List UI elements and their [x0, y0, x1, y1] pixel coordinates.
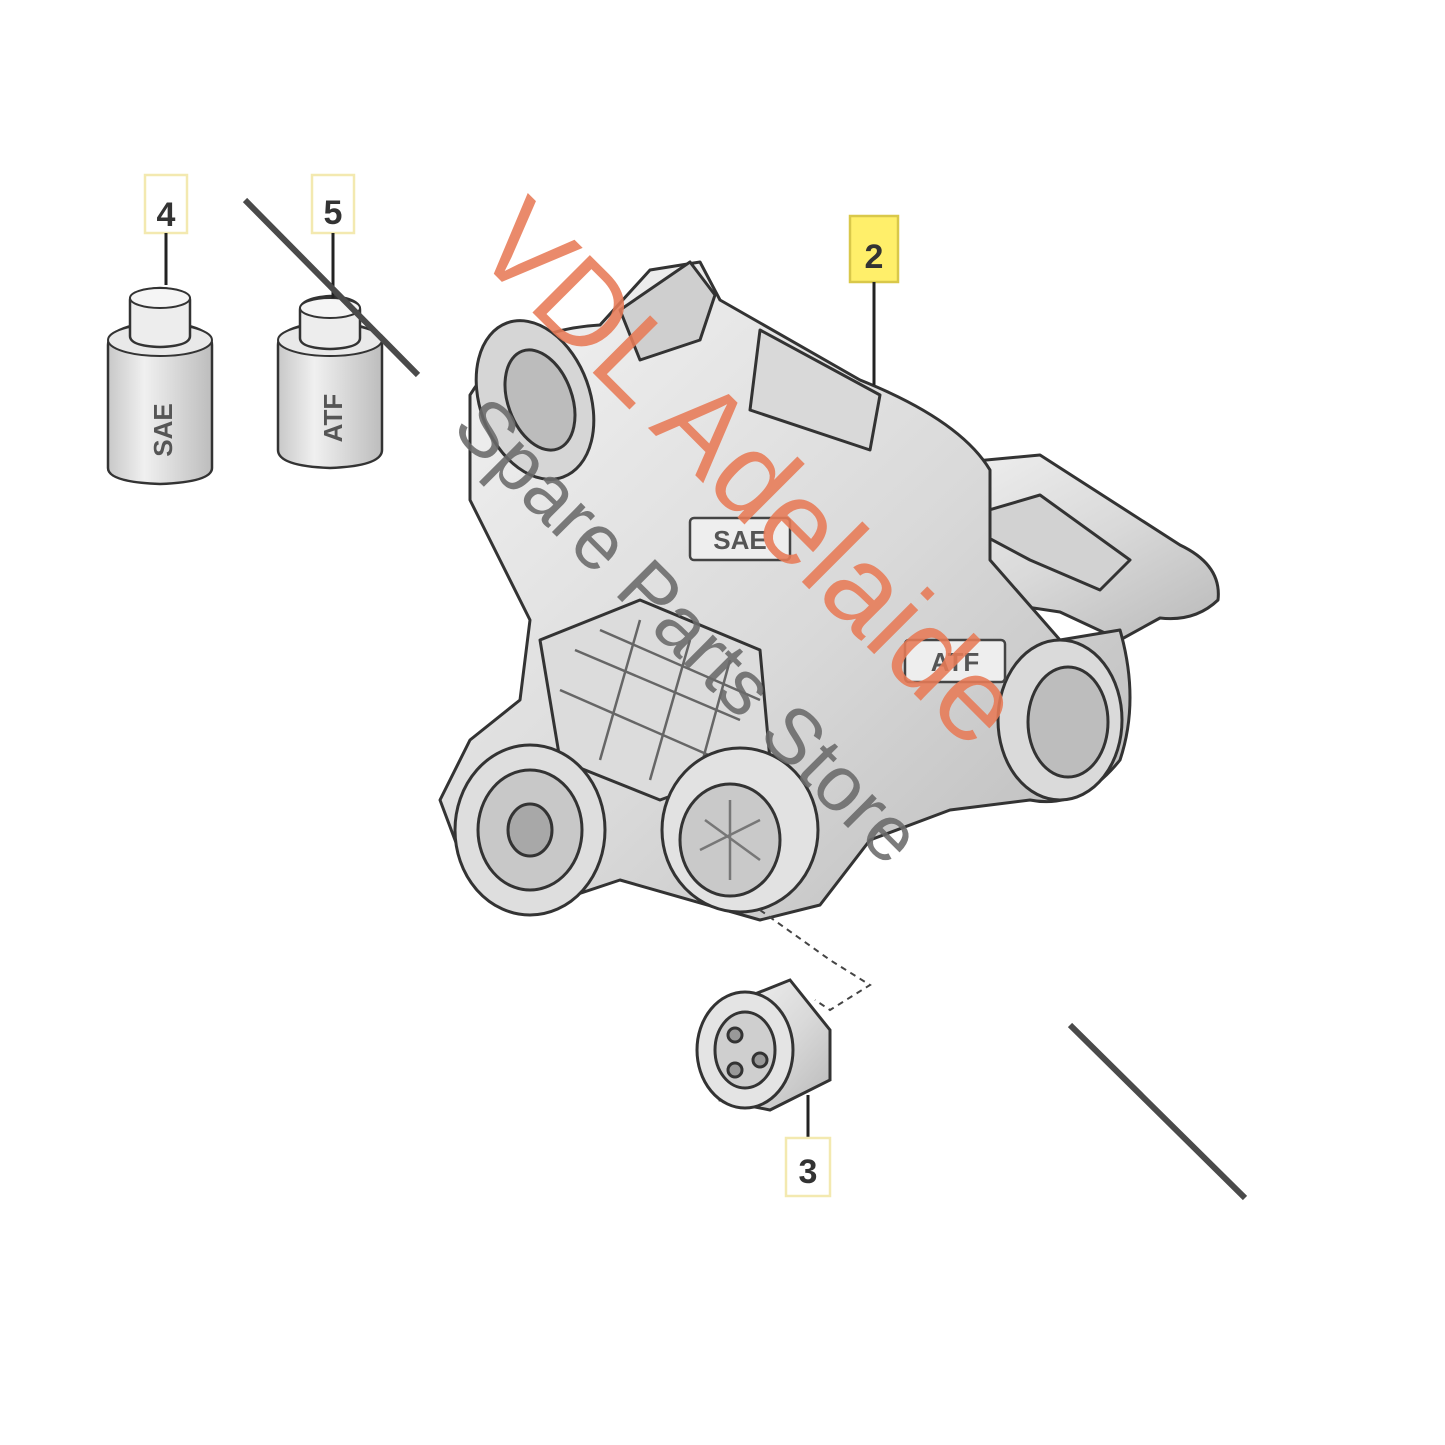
callout-3[interactable]: 3 [784, 1095, 832, 1198]
housing-label-atf: ATF [931, 647, 980, 677]
bottle-5-label: ATF [318, 394, 348, 443]
rear-differential [438, 260, 1220, 922]
leader-dashed [759, 909, 872, 1012]
rubber-mount [695, 978, 832, 1112]
callout-4-number: 4 [157, 196, 176, 234]
fluid-bottle-atf: ATF [276, 294, 384, 470]
oil-bottle-sae: SAE [106, 286, 214, 486]
callout-2-number: 2 [865, 238, 884, 276]
callout-5-number: 5 [324, 194, 343, 232]
callout-4[interactable]: 4 [143, 173, 189, 285]
callout-3-number: 3 [799, 1153, 818, 1191]
watermark-rule-bottom [1067, 1022, 1248, 1201]
callout-5[interactable]: 5 [310, 173, 356, 298]
bottle-4-label: SAE [148, 403, 178, 456]
housing-label-sae: SAE [713, 525, 766, 555]
watermark-rule-top [242, 197, 421, 378]
callout-2[interactable]: 2 [848, 214, 900, 385]
